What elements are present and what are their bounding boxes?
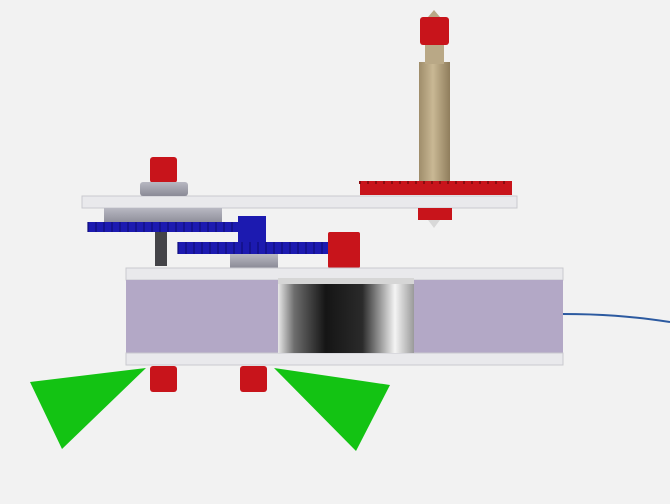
shaft-pinion-tip: [428, 220, 440, 228]
cable: [561, 313, 670, 323]
magnet-top-ring: [278, 278, 414, 284]
small-red-pinion: [328, 232, 360, 268]
large-red-gear: [359, 181, 512, 195]
shaft-tip: [428, 10, 440, 17]
top-plate: [81, 195, 518, 209]
left-post-washer: [140, 182, 188, 196]
right-red-foot: [240, 366, 267, 392]
left-shaft: [155, 232, 167, 266]
shaft-pinion-below: [418, 208, 452, 220]
vertical-shaft: [419, 62, 450, 184]
bottom-plate: [125, 352, 564, 366]
left-green-leg: [30, 368, 146, 449]
shaft-top-cap: [420, 17, 449, 45]
shaft-neck: [425, 44, 444, 64]
right-green-leg: [274, 368, 390, 451]
left-disc-stack: [104, 208, 222, 224]
left-red-post-top: [150, 157, 177, 183]
blue-gear-upper: [87, 222, 263, 232]
blue-pinion: [238, 216, 266, 244]
left-red-foot: [150, 366, 177, 392]
blue-gear-lower: [177, 242, 330, 254]
lower-disc: [230, 254, 278, 268]
magnet-cylinder: [278, 280, 414, 353]
